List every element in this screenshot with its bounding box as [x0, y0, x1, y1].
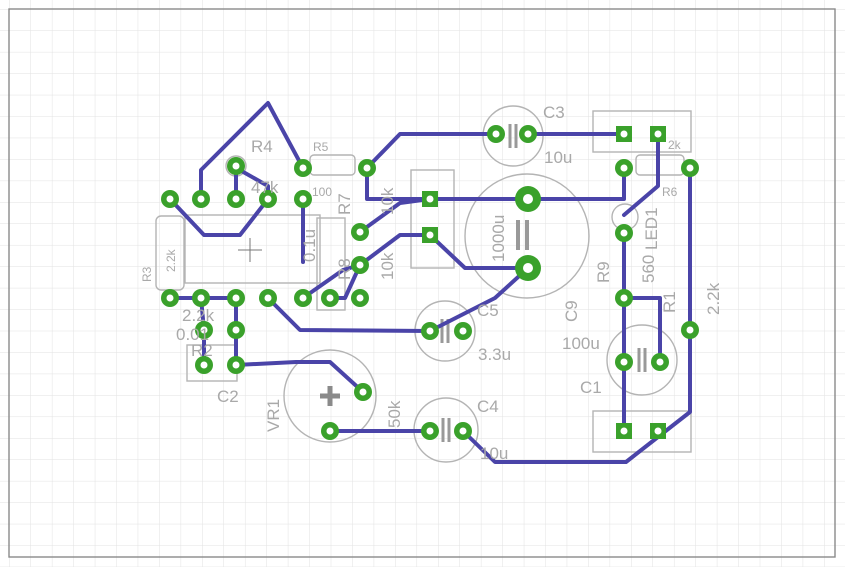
label-r4: R4: [251, 137, 273, 156]
pad-hole: [492, 130, 500, 138]
pad-hole: [197, 294, 205, 302]
pad-hole: [459, 427, 467, 435]
label-r2-value: 2.2k: [182, 306, 215, 325]
label-r5: R5: [313, 140, 329, 154]
pad-hole: [523, 194, 533, 204]
pad-hole: [299, 294, 307, 302]
pad-hole: [620, 427, 628, 435]
label-r7: R7: [335, 193, 354, 215]
label-r6: R6: [662, 185, 678, 199]
label-vr1-value: 50k: [385, 400, 404, 428]
pad-hole: [620, 229, 628, 237]
label-q-value: 0.1u: [300, 229, 319, 262]
label-r1: R1: [660, 291, 679, 313]
label-r2: R2: [191, 341, 213, 360]
pad-hole: [426, 195, 434, 203]
pad-hole: [426, 231, 434, 239]
pad-hole: [654, 130, 662, 138]
label-c2: C2: [217, 387, 239, 406]
pad-hole: [426, 327, 434, 335]
label-r3: R3: [140, 266, 154, 282]
label-c4-value: 10u: [480, 444, 508, 463]
label-c1: C1: [580, 378, 602, 397]
pad-hole: [620, 164, 628, 172]
label-c9: C9: [562, 300, 581, 322]
pad-hole: [523, 263, 533, 273]
pad-hole: [264, 294, 272, 302]
pad-hole: [232, 195, 240, 203]
pad-hole: [620, 294, 628, 302]
label-c3: C3: [543, 103, 565, 122]
label-r8-value: 10k: [378, 252, 397, 280]
label-c3-value: 10u: [544, 148, 572, 167]
pad-hole: [166, 294, 174, 302]
pad-hole: [356, 294, 364, 302]
pad-hole: [264, 195, 272, 203]
board-outline: [8, 8, 836, 558]
pads: [161, 125, 699, 440]
pad-hole: [654, 427, 662, 435]
pad-hole: [686, 164, 694, 172]
pad-hole: [686, 326, 694, 334]
label-c4: C4: [477, 397, 499, 416]
label-r9-value: 560: [639, 255, 658, 283]
pad-hole: [232, 326, 240, 334]
pad-hole: [356, 261, 364, 269]
pad-hole: [326, 294, 334, 302]
label-c5: C5: [477, 301, 499, 320]
label-vr1: VR1: [264, 399, 283, 432]
pad-hole: [326, 427, 334, 435]
label-r5-value: 100: [312, 185, 332, 199]
label-r7-value: 10k: [378, 187, 397, 215]
label-c2-small-value: 0.01: [176, 325, 209, 344]
pad-hole: [356, 228, 364, 236]
pad-hole: [524, 130, 532, 138]
pad-hole: [426, 427, 434, 435]
pad-hole: [232, 294, 240, 302]
pad-hole: [299, 164, 307, 172]
pad-hole: [232, 162, 240, 170]
label-r1-value: 2.2k: [704, 282, 723, 315]
label-c5-value: 3.3u: [478, 345, 511, 364]
pad-hole: [197, 195, 205, 203]
label-led1: LED1: [642, 207, 661, 250]
pad-hole: [656, 358, 664, 366]
pad-hole: [359, 388, 367, 396]
label-r6-value: 2k: [668, 138, 682, 152]
label-r9: R9: [594, 261, 613, 283]
pad-hole: [620, 358, 628, 366]
label-r3-value: 2.2k: [164, 248, 178, 272]
pad-hole: [620, 130, 628, 138]
pad-hole: [459, 327, 467, 335]
label-c6-value: 1000u: [489, 215, 508, 262]
pad-hole: [363, 164, 371, 172]
pad-hole: [232, 361, 240, 369]
pad-hole: [200, 361, 208, 369]
pad-hole: [200, 326, 208, 334]
pad-hole: [166, 195, 174, 203]
component-labels: C3 10u R5 100 R4 47k R7 10k R8 10k 0.1u …: [140, 103, 723, 463]
label-r8: R8: [335, 258, 354, 280]
label-r4-value: 47k: [251, 178, 279, 197]
pad-hole: [299, 195, 307, 203]
label-c9-value: 100u: [562, 334, 600, 353]
